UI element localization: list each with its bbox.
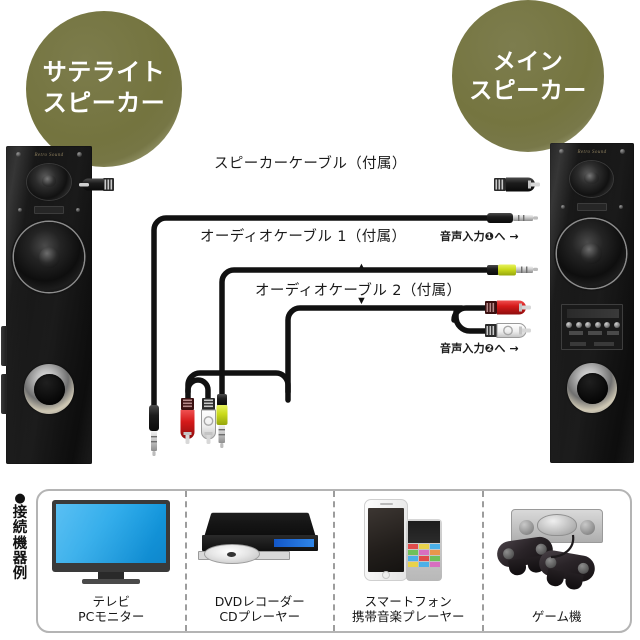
satellite-speaker: Retro Sound — [1, 146, 92, 464]
heading-char: 接 — [12, 505, 28, 521]
device-caption-line2: PCモニター — [78, 608, 145, 624]
bass-port — [567, 363, 617, 413]
audio-cable-2-bottom-white-plug — [201, 398, 216, 444]
heading-char: 機 — [12, 535, 28, 552]
control-knob[interactable] — [566, 322, 572, 328]
connected-devices-panel: テレビ PCモニター DVDレコーダー CDプレーヤー — [36, 489, 632, 633]
audio-cable-yellowgreen — [216, 264, 538, 448]
control-legend — [607, 331, 619, 335]
satellite-badge-line1: サテライト — [42, 59, 166, 87]
heading-char: 器 — [12, 551, 28, 568]
control-legend — [594, 342, 614, 346]
speaker-screw — [561, 205, 565, 209]
control-legend — [570, 342, 586, 346]
speaker-cable-group — [79, 177, 540, 192]
device-caption: ゲーム機 — [532, 609, 582, 624]
audio-cable-1-right-plug — [487, 213, 538, 223]
speaker-screw — [559, 149, 564, 154]
device-caption: スマートフォン 携帯音楽プレーヤー — [352, 594, 465, 625]
speaker-side-trim — [1, 326, 7, 366]
heading-char: 例 — [12, 566, 28, 583]
triangle-up-icon: ▲ — [356, 261, 367, 273]
device-column-smartphone: スマートフォン 携帯音楽プレーヤー — [333, 491, 482, 631]
control-knob-row[interactable] — [566, 322, 620, 328]
speaker-cable-label: スピーカーケーブル（付属） — [214, 156, 407, 172]
control-knob[interactable] — [585, 322, 592, 328]
satellite-badge-line2: スピーカー — [42, 90, 166, 117]
device-caption-line1: テレビ — [92, 593, 130, 609]
heading-char: 続 — [12, 520, 28, 537]
device-caption-line2: CDプレーヤー — [219, 608, 301, 624]
main-speaker: Retro Sound — [550, 143, 634, 463]
amplifier-control-panel[interactable] — [561, 304, 623, 350]
speaker-cable-left-plug — [79, 178, 114, 191]
speaker-screw — [16, 152, 21, 157]
device-caption-line1: DVDレコーダー — [214, 593, 305, 609]
control-knob[interactable] — [594, 322, 601, 328]
game-console-icon — [484, 491, 631, 609]
bullet-icon: ● — [14, 491, 26, 506]
device-caption-line1: ゲーム機 — [531, 608, 582, 624]
triangle-down-icon: ▼ — [356, 295, 367, 307]
connected-devices-heading: ● 接 続 機 器 例 — [8, 492, 32, 583]
main-badge-line2: スピーカー — [469, 77, 587, 103]
device-column-dvd-player: DVDレコーダー CDプレーヤー — [184, 491, 334, 631]
tweeter-driver — [570, 161, 613, 197]
control-knob[interactable] — [604, 322, 611, 328]
main-badge-line1: メイン — [492, 47, 564, 74]
control-knob[interactable] — [613, 322, 620, 328]
speaker-screw — [620, 149, 625, 154]
device-caption-line1: スマートフォン — [364, 593, 452, 609]
speaker-screw — [76, 208, 80, 212]
device-column-television: テレビ PCモニター — [38, 491, 185, 631]
bass-port — [24, 364, 74, 414]
smartphone-icon — [335, 491, 482, 594]
audio-cable-2-label: オーディオケーブル 2（付属） — [255, 283, 462, 299]
audio-cable-1b-right-plug — [487, 264, 538, 276]
dvd-player-icon — [187, 491, 334, 594]
audio-cable-1-label: オーディオケーブル 1（付属） — [200, 229, 407, 245]
television-icon — [38, 491, 185, 594]
audio-cable-1-bottom-plug — [149, 405, 159, 456]
woofer-driver — [14, 222, 84, 292]
speaker-brand-logo: Retro Sound — [34, 153, 64, 158]
device-column-game-console: ゲーム機 — [481, 491, 631, 631]
control-knob[interactable] — [575, 322, 582, 328]
device-caption-line2: 携帯音楽プレーヤー — [351, 608, 465, 624]
audio-cable-2 — [180, 300, 531, 444]
audio-input-2-label: 音声入力❷へ → — [440, 342, 519, 355]
control-legend — [588, 331, 602, 335]
speaker-brand-logo: Retro Sound — [577, 150, 607, 155]
audio-cable-1 — [149, 213, 538, 456]
speaker-screw — [18, 208, 22, 212]
audio-cable-2-bottom-red-plug — [180, 398, 195, 444]
speaker-side-trim — [1, 374, 7, 414]
main-speaker-badge: メイン スピーカー — [452, 0, 604, 152]
speaker-screw — [77, 152, 82, 157]
satellite-speaker-badge: サテライト スピーカー — [26, 11, 182, 167]
woofer-driver — [557, 219, 626, 288]
control-legend — [569, 331, 583, 335]
audio-input-1-label: 音声入力❶へ → — [440, 230, 519, 243]
speaker-nameplate — [577, 203, 607, 211]
device-caption: DVDレコーダー CDプレーヤー — [215, 594, 305, 625]
audio-cable-2-red-plug — [485, 300, 531, 315]
audio-cable-1b-bottom-plug — [216, 394, 228, 448]
device-caption: テレビ PCモニター — [78, 594, 144, 625]
control-display — [567, 309, 619, 318]
speaker-nameplate — [34, 206, 64, 214]
speaker-screw — [619, 205, 623, 209]
speaker-cable-right-plug — [494, 177, 540, 192]
tweeter-driver — [27, 164, 71, 200]
audio-cable-2-white-plug — [485, 323, 531, 338]
